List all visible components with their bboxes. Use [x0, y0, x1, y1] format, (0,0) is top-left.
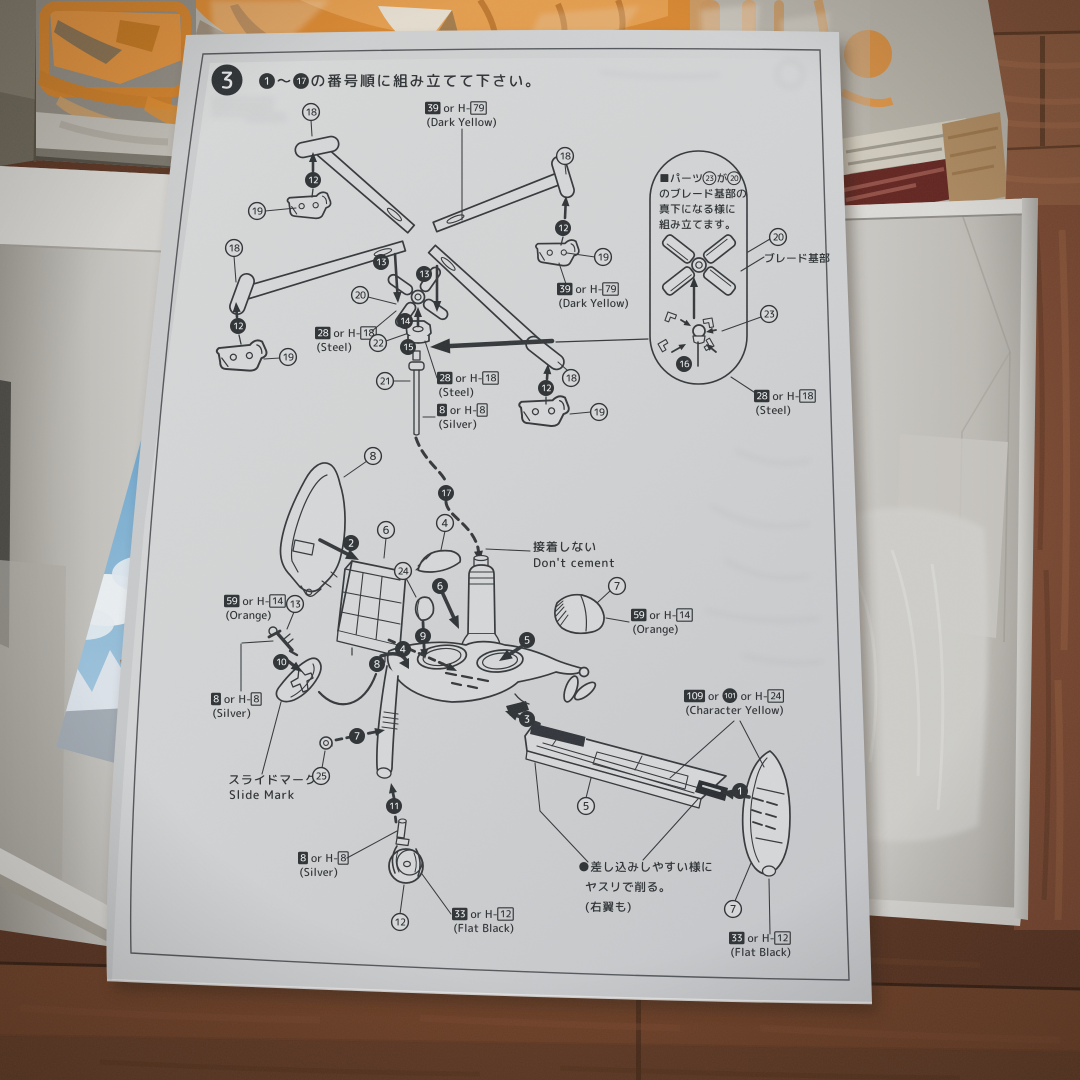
film-grain — [0, 0, 1080, 1080]
photo-model-kit-instruction-sheet-in-box — [0, 0, 1080, 1080]
scene-svg — [0, 0, 1080, 1080]
